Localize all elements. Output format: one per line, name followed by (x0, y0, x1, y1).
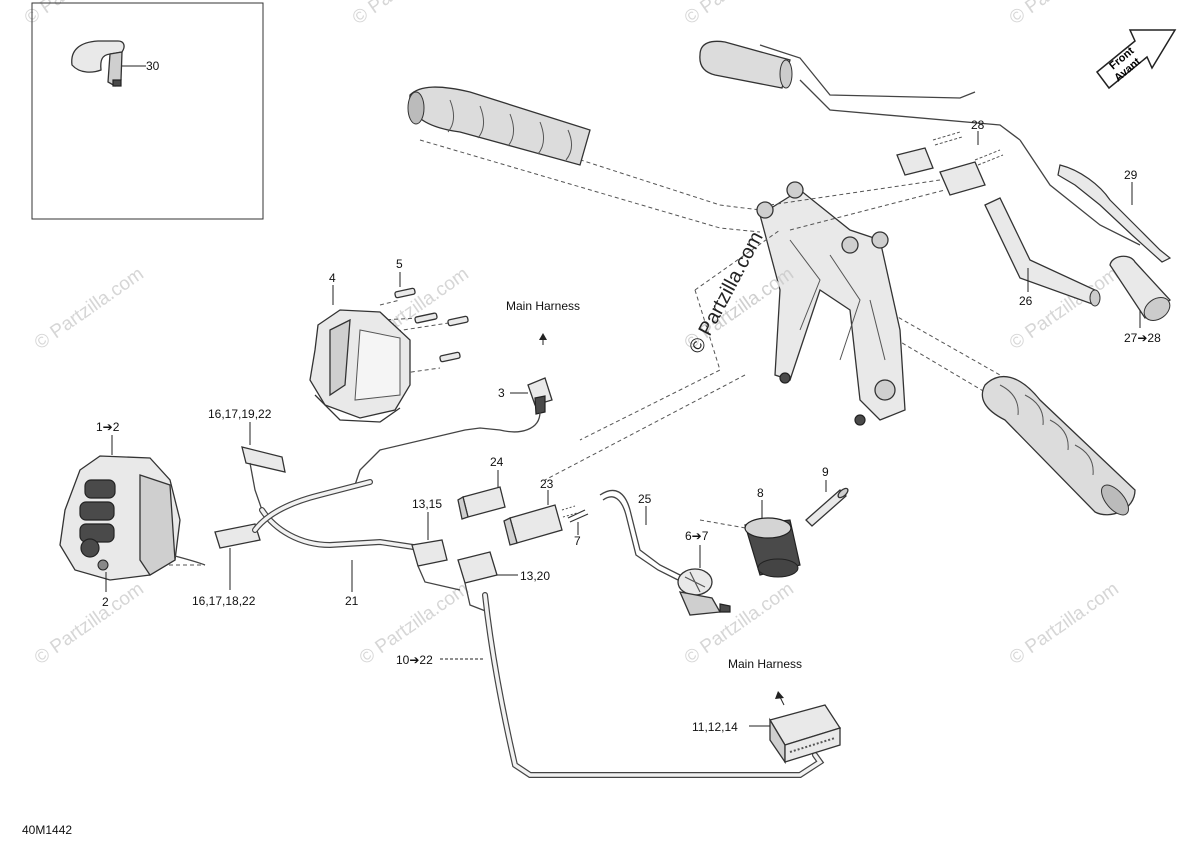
callout-11-12-14: 11,12,14 (692, 720, 738, 734)
watermark: © Partzilla.com (31, 263, 148, 354)
top-right-grip (699, 40, 793, 89)
callout-23: 23 (540, 477, 554, 491)
part-24-connector[interactable] (457, 486, 506, 520)
main-harness-label-lower: Main Harness (728, 657, 802, 671)
callout-1-2: 1➔2 (96, 420, 120, 434)
part-30-hand-guard[interactable] (71, 40, 125, 87)
part-10-22-harness[interactable] (482, 592, 825, 778)
callout-2: 2 (102, 595, 109, 609)
callout-9: 9 (822, 465, 829, 479)
handlebar-riser (756, 181, 906, 426)
watermark: © Partzilla.com (1006, 0, 1123, 29)
watermark-layer: © Partzilla.com © Partzilla.com © Partzi… (21, 0, 1123, 669)
watermark: © Partzilla.com (31, 578, 148, 669)
switch-wire (174, 555, 206, 566)
connector-13-20[interactable] (457, 551, 498, 613)
diagram-id: 40M1442 (22, 823, 72, 837)
callout-16-17-19-22: 16,17,19,22 (208, 407, 272, 421)
part-1-switch-housing[interactable] (59, 455, 181, 581)
part-11-12-14-connector[interactable] (769, 704, 842, 765)
watermark: © Partzilla.com (21, 0, 138, 29)
watermark: © Partzilla.com (1006, 578, 1123, 669)
part-3-connector[interactable] (527, 377, 553, 415)
part-21-harness[interactable] (252, 479, 423, 551)
harness-wire (354, 411, 541, 486)
callout-26: 26 (1019, 294, 1033, 308)
callout-3: 3 (498, 386, 505, 400)
part-27-28-tube[interactable] (1109, 255, 1174, 325)
part-25-wire[interactable] (599, 489, 681, 581)
callout-13-20: 13,20 (520, 569, 550, 583)
left-grip (407, 86, 591, 166)
connector-16-17-19-22[interactable] (241, 446, 286, 511)
callout-28: 28 (971, 118, 985, 132)
part-6-sensor[interactable] (677, 568, 731, 616)
assembly-guides (120, 179, 946, 566)
watermark: © Partzilla.com (349, 0, 466, 29)
callout-6-7: 6➔7 (685, 529, 709, 543)
connector-13-15[interactable] (411, 539, 461, 591)
upper-cables (759, 44, 1172, 263)
part-28-connector-left[interactable] (896, 131, 963, 176)
right-grip (981, 376, 1136, 516)
callout-8: 8 (757, 486, 764, 500)
callout-29: 29 (1124, 168, 1138, 182)
callout-13-15: 13,15 (412, 497, 442, 511)
harness-arrowhead-upper (539, 333, 547, 340)
front-direction-arrow: Front Avant (1095, 29, 1177, 90)
callout-25: 25 (638, 492, 652, 506)
part-9-pin[interactable] (805, 487, 849, 527)
part-4-housing[interactable] (309, 309, 411, 423)
callout-4: 4 (329, 271, 336, 285)
callout-16-17-18-22: 16,17,18,22 (192, 594, 256, 608)
callout-21: 21 (345, 594, 359, 608)
part-23-connector[interactable] (503, 504, 578, 546)
harness-arrowhead-lower (775, 691, 784, 699)
part-5-screws[interactable] (394, 287, 469, 363)
callout-27-28: 27➔28 (1124, 331, 1161, 345)
main-harness-label-upper: Main Harness (506, 299, 580, 313)
part-7-pins[interactable] (567, 509, 589, 523)
callout-10-22: 10➔22 (396, 653, 433, 667)
part-28-connector-right[interactable] (939, 149, 1004, 196)
callout-24: 24 (490, 455, 504, 469)
part-8-knob[interactable] (744, 517, 801, 578)
part-26-tube[interactable] (984, 197, 1101, 307)
callout-5: 5 (396, 257, 403, 271)
inset-frame (31, 2, 264, 220)
watermark: © Partzilla.com (681, 0, 798, 29)
callout-7: 7 (574, 534, 581, 548)
callout-30: 30 (146, 59, 160, 73)
connector-16-17-18-22[interactable] (214, 523, 261, 549)
